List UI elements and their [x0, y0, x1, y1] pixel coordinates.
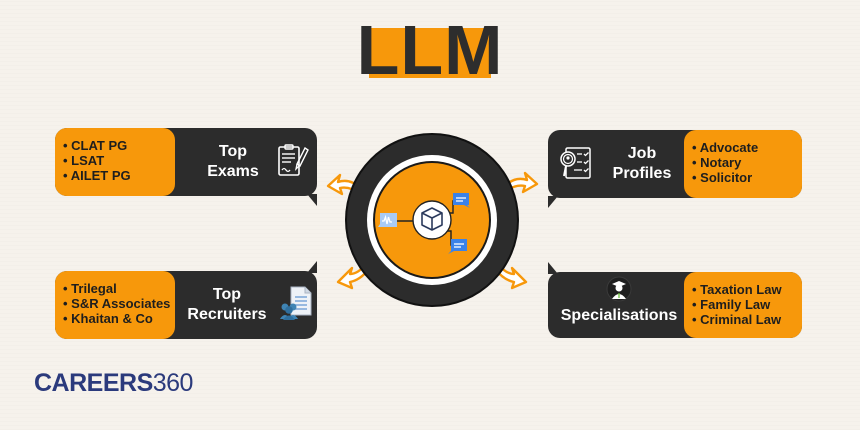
hub-white-ring [367, 155, 497, 285]
top-recruiters-list: Trilegal S&R Associates Khaitan & Co [55, 271, 175, 339]
job-profiles-label: Job Profiles [596, 144, 688, 184]
label-line: Job [627, 145, 657, 162]
specialisations-label: Specialisations [552, 306, 686, 326]
list-item: Advocate [692, 140, 802, 155]
label-line: Profiles [612, 165, 672, 182]
specialisations-card: Specialisations Taxation Law Family Law … [548, 272, 802, 338]
list-item: AILET PG [63, 168, 175, 183]
job-profiles-card: Job Profiles Advocate Notary Solicitor [548, 130, 802, 198]
label-line: Specialisations [560, 307, 678, 324]
list-item: Solicitor [692, 170, 802, 185]
list-item: Family Law [692, 297, 802, 312]
list-item: Khaitan & Co [63, 311, 175, 326]
label-line: Top [212, 286, 242, 303]
list-item: S&R Associates [63, 296, 175, 311]
cube-network-icon [378, 193, 470, 254]
logo-bold-text: CAREERS [34, 369, 153, 397]
label-line: Top [218, 143, 248, 160]
page-title: LLM [356, 11, 504, 89]
central-hub [347, 135, 517, 305]
list-item: Criminal Law [692, 312, 802, 327]
job-profiles-list: Advocate Notary Solicitor [684, 130, 802, 198]
profile-checklist-icon [560, 147, 591, 179]
list-item: LSAT [63, 153, 175, 168]
top-recruiters-label: Top Recruiters [179, 285, 275, 325]
label-line: Recruiters [187, 306, 267, 323]
top-recruiters-card: Trilegal S&R Associates Khaitan & Co Top… [55, 271, 317, 339]
card-tail [548, 196, 558, 208]
people-document-icon [280, 286, 312, 320]
card-tail [307, 194, 317, 206]
arrow-bottom-left-icon [336, 262, 370, 290]
card-tail [548, 262, 558, 274]
title-container: LLM [0, 11, 860, 89]
top-exams-card: CLAT PG LSAT AILET PG Top Exams [55, 128, 317, 196]
logo-light-text: 360 [152, 369, 194, 397]
top-exams-list: CLAT PG LSAT AILET PG [55, 128, 175, 196]
arrow-bottom-right-icon [494, 262, 528, 290]
specialisations-list: Taxation Law Family Law Criminal Law [684, 272, 802, 338]
hub-orange-core [375, 163, 489, 277]
list-item: CLAT PG [63, 138, 175, 153]
label-line: Exams [207, 163, 259, 180]
list-item: Notary [692, 155, 802, 170]
list-item: Taxation Law [692, 282, 802, 297]
top-exams-label: Top Exams [185, 142, 281, 182]
card-tail [307, 261, 317, 273]
document-pen-icon [278, 144, 309, 176]
list-item: Trilegal [63, 281, 175, 296]
careers360-logo: CAREERS360 [34, 369, 193, 397]
graduate-avatar-icon [606, 276, 632, 302]
